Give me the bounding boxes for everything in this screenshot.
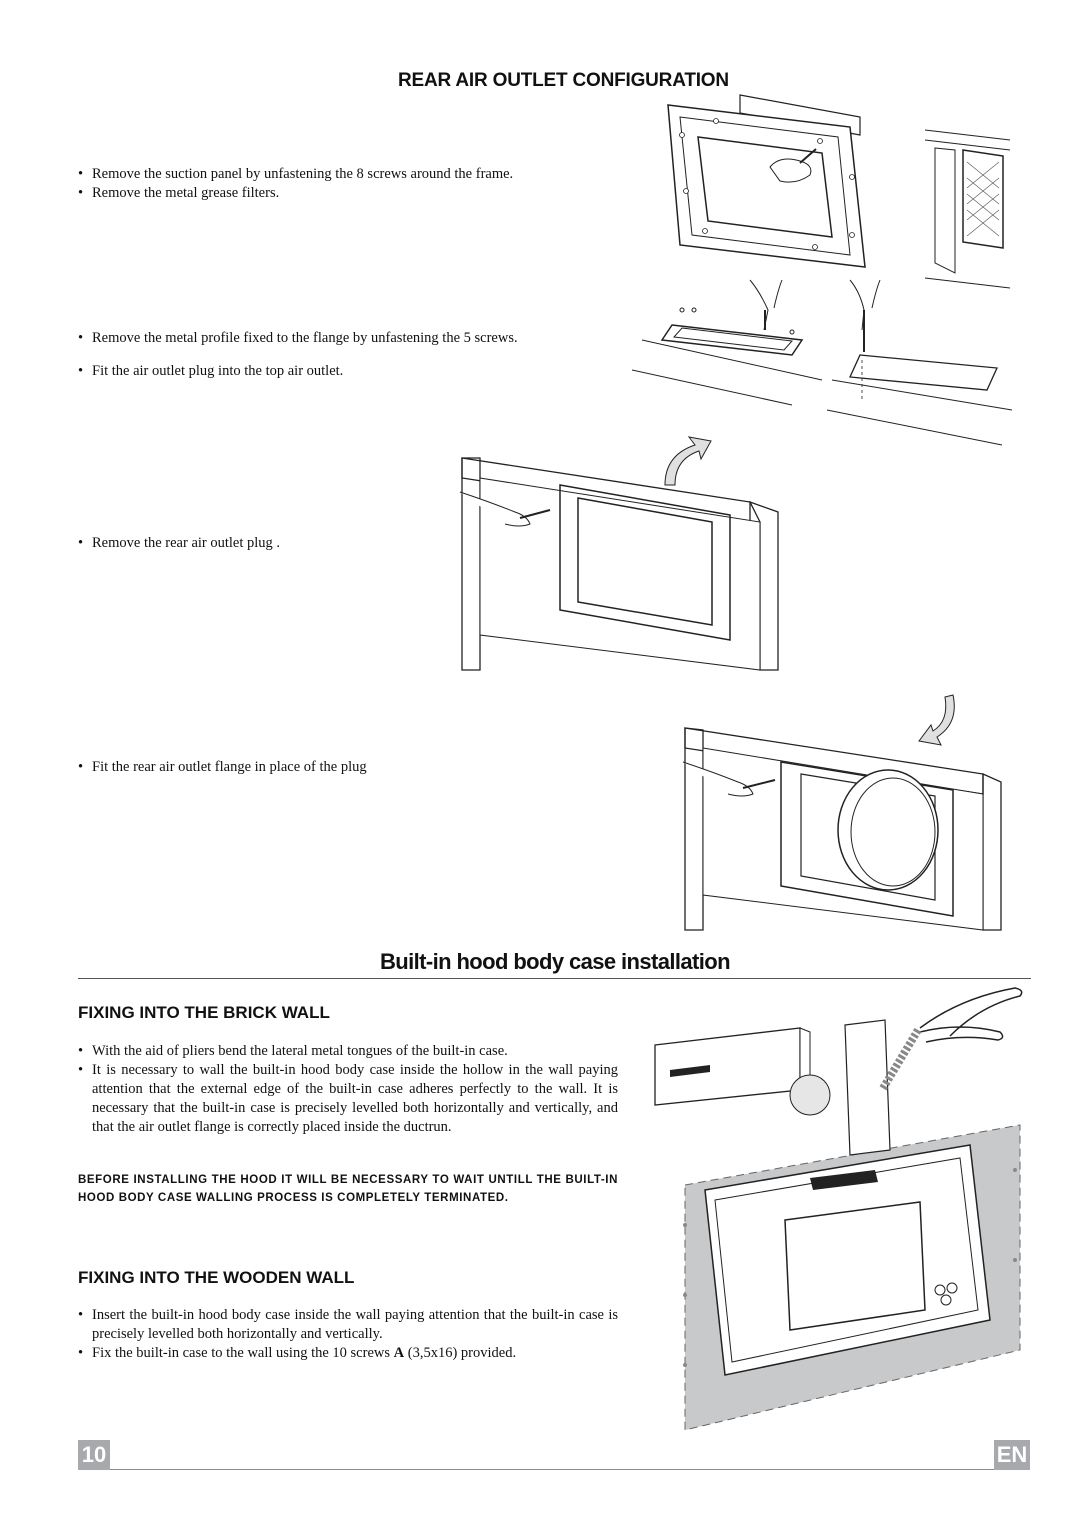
step4-list: Fit the rear air outlet flange in place … <box>78 758 638 777</box>
grease-filter-illustration <box>924 129 1011 289</box>
list-item: Remove the rear air outlet plug . <box>78 534 438 553</box>
list-item: It is necessary to wall the built-in hoo… <box>78 1061 618 1137</box>
list-item: Fit the air outlet plug into the top air… <box>78 362 638 381</box>
wooden-wall-heading: FIXING INTO THE WOODEN WALL <box>78 1268 355 1287</box>
suction-panel-illustration <box>667 94 866 268</box>
list-item: With the aid of pliers bend the lateral … <box>78 1042 618 1061</box>
warning-text: BEFORE INSTALLING THE HOOD IT WILL BE NE… <box>78 1174 618 1204</box>
builtin-case-wall-illustration <box>654 987 1023 1431</box>
list-item: Remove the metal profile fixed to the fl… <box>78 329 638 348</box>
brick-wall-list: With the aid of pliers bend the lateral … <box>78 1042 618 1137</box>
page-number-badge: 10 <box>78 1440 110 1470</box>
builtin-title: Built-in hood body case installation <box>380 949 731 974</box>
wooden-wall-list: Insert the built-in hood body case insid… <box>78 1306 618 1363</box>
list-item: Fix the built-in case to the wall using … <box>78 1344 618 1363</box>
list-item: Insert the built-in hood body case insid… <box>78 1306 618 1344</box>
rear-outlet-heading: REAR AIR OUTLET CONFIGURATION <box>398 70 729 91</box>
step1-list: Remove the suction panel by unfastening … <box>78 165 638 203</box>
screws-text: Fix the built-in case to the wall using … <box>92 1345 394 1361</box>
step2-list: Remove the metal profile fixed to the fl… <box>78 329 638 381</box>
section-divider <box>78 978 1031 979</box>
language-badge: EN <box>994 1440 1030 1470</box>
screws-size-text: (3,5x16) provided. <box>404 1345 517 1361</box>
profile-plug-illustration <box>631 279 1013 446</box>
list-item: Remove the metal grease filters. <box>78 184 638 203</box>
list-item: Remove the suction panel by unfastening … <box>78 165 638 184</box>
step3-list: Remove the rear air outlet plug . <box>78 534 438 553</box>
list-item: Fit the rear air outlet flange in place … <box>78 758 638 777</box>
rear-plug-removal-illustration <box>459 436 779 671</box>
footer-rule <box>110 1469 994 1470</box>
screw-label: A <box>393 1345 405 1361</box>
rear-flange-illustration <box>682 694 1002 931</box>
brick-wall-heading: FIXING INTO THE BRICK WALL <box>78 1003 330 1022</box>
